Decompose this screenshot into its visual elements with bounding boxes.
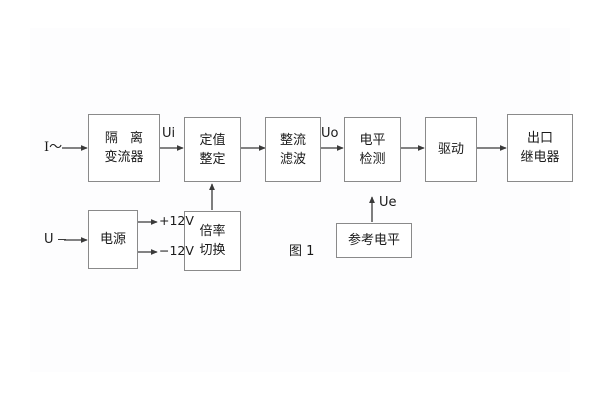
signal-label-ui: Ui [162, 126, 176, 141]
block-line: 变流器 [104, 150, 144, 165]
figure-caption: 图 1 [289, 244, 315, 259]
rail-label-negative: −12V [159, 243, 194, 258]
input-label-current: I～ [44, 140, 63, 155]
block-line: 参考电平 [347, 233, 400, 248]
block-line: 隔 离 [104, 131, 148, 146]
signal-label-ue: Ue [379, 195, 397, 210]
block-line: 电平 [359, 132, 386, 148]
block-line: 整定 [199, 151, 226, 167]
block-output-relay[interactable]: 出口 继电器 [507, 114, 573, 182]
diagram-background [30, 28, 570, 372]
block-line: 滤波 [279, 151, 306, 167]
input-label-voltage: U [44, 232, 54, 247]
block-setting-value[interactable]: 定值 整定 [184, 117, 241, 182]
block-isolation-transformer[interactable]: 隔 离 变流器 [88, 114, 160, 182]
block-level-detect[interactable]: 电平 检测 [344, 117, 401, 182]
block-line: 检测 [359, 151, 386, 167]
block-line: 倍率 [199, 224, 226, 239]
block-rectify-filter[interactable]: 整流 滤波 [265, 117, 321, 182]
signal-label-uo: Uo [321, 126, 339, 141]
block-line: 出口 [526, 131, 553, 146]
block-multiplier-switch[interactable]: 倍率 切换 [184, 211, 241, 271]
block-reference-level[interactable]: 参考电平 [336, 223, 412, 258]
rail-label-positive: +12V [159, 213, 194, 228]
block-power-supply[interactable]: 电源 [88, 210, 138, 269]
voltage-lead-dash [58, 239, 66, 241]
block-drive[interactable]: 驱动 [425, 117, 477, 182]
block-line: 电源 [99, 232, 126, 247]
block-line: 驱动 [437, 142, 464, 157]
block-line: 整流 [279, 132, 306, 148]
block-line: 定值 [199, 132, 226, 148]
block-line: 切换 [199, 243, 226, 258]
block-line: 继电器 [520, 150, 560, 165]
